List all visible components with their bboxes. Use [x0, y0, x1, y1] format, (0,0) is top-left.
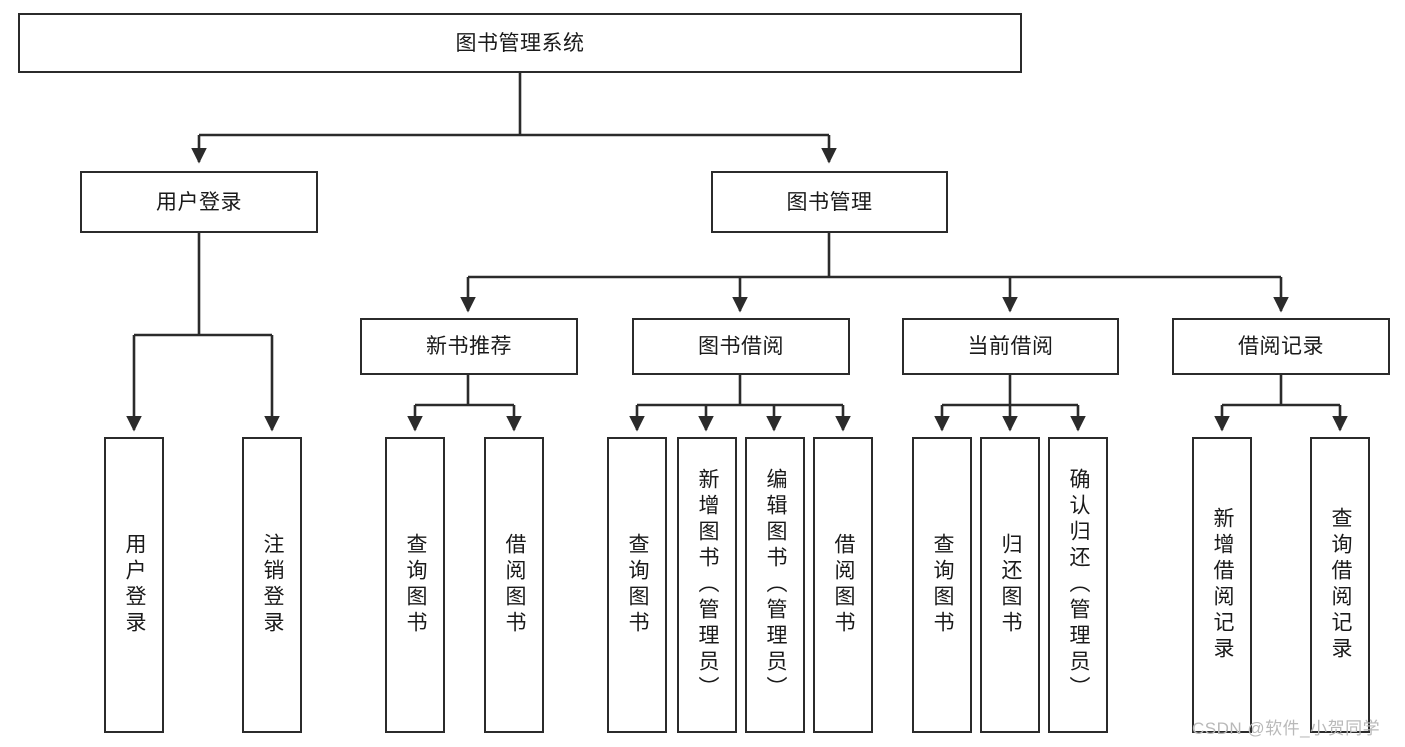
node-label: 查询图书 [626, 533, 650, 637]
leaf-borrow-record-add[interactable]: 新增借阅记录 [1192, 437, 1252, 733]
node-label: 新增借阅记录 [1211, 507, 1235, 663]
node-root-system[interactable]: 图书管理系统 [18, 13, 1022, 73]
node-new-book-recommend[interactable]: 新书推荐 [360, 318, 578, 375]
node-label: 图书管理 [786, 190, 873, 214]
node-label: 归还图书 [999, 533, 1023, 637]
leaf-user-login-login[interactable]: 用户登录 [104, 437, 164, 733]
leaf-user-login-logout[interactable]: 注销登录 [242, 437, 302, 733]
node-label: 查询图书 [404, 533, 428, 637]
node-label: 当前借阅 [967, 335, 1054, 358]
node-label: 图书管理系统 [455, 31, 585, 55]
leaf-book-borrow-add-admin[interactable]: 新增图书（管理员） [677, 437, 737, 733]
node-label: 用户登录 [156, 190, 242, 214]
node-label: 用户登录 [123, 533, 147, 637]
node-label: 注销登录 [261, 533, 285, 637]
node-label: 借阅图书 [832, 533, 856, 637]
node-label: 新书推荐 [426, 335, 512, 358]
node-borrow-record[interactable]: 借阅记录 [1172, 318, 1390, 375]
node-label: 查询借阅记录 [1329, 507, 1353, 663]
leaf-new-book-borrow[interactable]: 借阅图书 [484, 437, 544, 733]
node-label: 查询图书 [931, 533, 955, 637]
leaf-book-borrow-borrow[interactable]: 借阅图书 [813, 437, 873, 733]
leaf-new-book-query[interactable]: 查询图书 [385, 437, 445, 733]
leaf-current-borrow-confirm-admin[interactable]: 确认归还（管理员） [1048, 437, 1108, 733]
node-label: 借阅记录 [1238, 335, 1324, 358]
watermark-text: CSDN @软件_小贺同学 [1192, 719, 1381, 738]
leaf-current-borrow-query[interactable]: 查询图书 [912, 437, 972, 733]
node-label: 图书借阅 [698, 335, 784, 358]
leaf-book-borrow-query[interactable]: 查询图书 [607, 437, 667, 733]
node-label: 确认归还（管理员） [1067, 468, 1091, 702]
node-label: 编辑图书（管理员） [764, 468, 788, 702]
node-current-borrow[interactable]: 当前借阅 [902, 318, 1119, 375]
leaf-current-borrow-return[interactable]: 归还图书 [980, 437, 1040, 733]
leaf-borrow-record-query[interactable]: 查询借阅记录 [1310, 437, 1370, 733]
node-book-management[interactable]: 图书管理 [711, 171, 948, 233]
node-book-borrow[interactable]: 图书借阅 [632, 318, 850, 375]
node-label: 借阅图书 [503, 533, 527, 637]
node-user-login[interactable]: 用户登录 [80, 171, 318, 233]
leaf-book-borrow-edit-admin[interactable]: 编辑图书（管理员） [745, 437, 805, 733]
node-label: 新增图书（管理员） [696, 468, 720, 702]
